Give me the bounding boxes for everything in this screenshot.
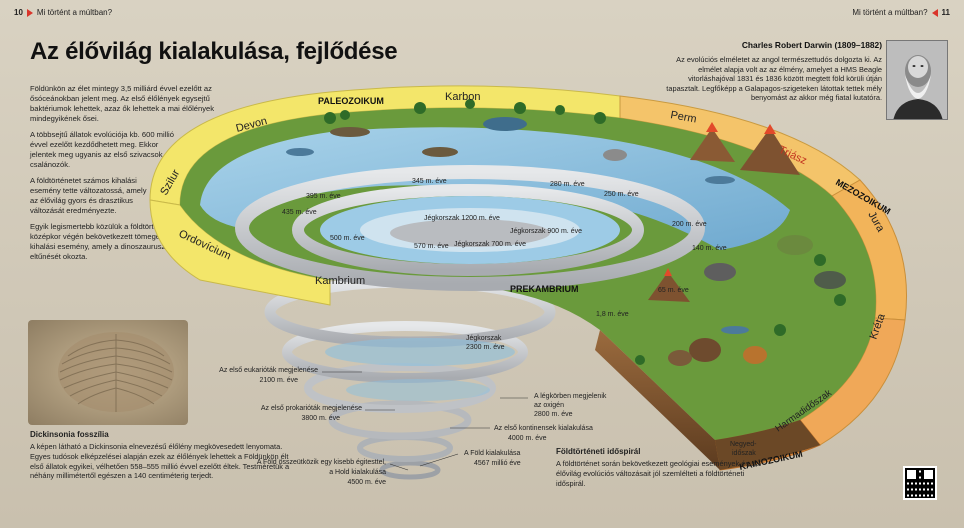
age-1-8: 1,8 m. éve	[596, 311, 629, 318]
header-left: 10 Mi történt a múltban?	[14, 8, 112, 17]
age-280: 280 m. éve	[550, 181, 585, 188]
spiral-text: A földtörténet során bekövetkezett geoló…	[556, 459, 759, 488]
event-continents-2: 4000 m. éve	[508, 435, 547, 442]
glaciation-900: Jégkorszak 900 m. éve	[510, 228, 582, 235]
event-earth-1: A Föld kialakulása	[464, 450, 521, 457]
event-moon-3: 4500 m. éve	[347, 479, 386, 486]
age-140: 140 m. éve	[692, 245, 727, 252]
header-right: Mi történt a múltban? 11	[852, 8, 950, 17]
page-number-right: 11	[941, 8, 950, 17]
spiral-caption: Földtörténeti időspirál A földtörténet s…	[556, 447, 766, 488]
period-perm: Perm	[669, 109, 697, 125]
qr-code[interactable]	[903, 466, 937, 500]
dickinsonia-fossil-image	[28, 320, 188, 425]
event-eukaryote-1: Az első eukarióták megjelenése	[219, 367, 318, 374]
darwin-heading: Charles Robert Darwin (1809–1882)	[741, 40, 882, 50]
inner-rings	[235, 165, 705, 291]
intro-text: Földünkön az élet mintegy 3,5 milliárd é…	[30, 84, 270, 268]
period-negyedidoszak-2: időszak	[732, 450, 756, 457]
portrait-illustration-icon	[887, 41, 947, 119]
event-prokaryote-1: Az első prokarióták megjelenése	[261, 405, 362, 412]
section-title-left: Mi történt a múltban?	[36, 8, 113, 17]
age-65: 65 m. éve	[658, 287, 689, 294]
event-oxygen-3: 2800 m. éve	[534, 411, 573, 418]
landscape-disc	[180, 99, 876, 470]
glaciation-labels: Jégkorszak 1200 m. éve Jégkorszak 900 m.…	[424, 215, 582, 351]
period-karbon: Karbon	[445, 91, 480, 103]
event-earth-2: 4567 millió éve	[474, 460, 521, 467]
page-title: Az élővilág kialakulása, fejlődése	[30, 38, 398, 65]
period-kambrium: Kambrium	[315, 275, 365, 287]
age-500: 500 m. éve	[330, 235, 365, 242]
qr-code-icon	[905, 468, 935, 498]
age-570: 570 m. éve	[414, 243, 449, 250]
age-345: 345 m. éve	[412, 178, 447, 185]
event-moon-2: a Hold kialakulása	[329, 469, 386, 476]
darwin-portrait	[886, 40, 948, 120]
event-labels: Az első eukarióták megjelenése 2100 m. é…	[219, 367, 607, 486]
intro-paragraph-2: A többsejtű állatok evolúciója kb. 600 m…	[30, 130, 174, 170]
page-number-left: 10	[14, 8, 23, 17]
glaciation-2300-1: Jégkorszak	[466, 335, 502, 342]
arrow-right-icon	[26, 8, 33, 17]
intro-paragraph-4: Egyik legismertebb közülük a földtörténe…	[30, 222, 174, 262]
darwin-text: Az evolúciós elméletet az angol természe…	[666, 54, 882, 103]
spiral-coils	[264, 276, 556, 480]
event-prokaryote-2: 3800 m. éve	[301, 415, 340, 422]
fossil-caption: Dickinsonia fosszília A képen látható a …	[30, 430, 300, 481]
era-precambrian: PREKAMBRIUM	[510, 284, 579, 294]
age-200: 200 m. éve	[672, 221, 707, 228]
spiral-heading: Földtörténeti időspirál	[556, 447, 641, 456]
event-eukaryote-2: 2100 m. éve	[259, 377, 298, 384]
fossil-text: A képen látható a Dickinsonia elnevezésű…	[30, 442, 290, 481]
arrow-left-icon	[931, 8, 938, 17]
section-title-right: Mi történt a múltban?	[852, 8, 928, 17]
event-continents-1: Az első kontinensek kialakulása	[494, 425, 593, 432]
event-oxygen-1: A légkörben megjelenik	[534, 393, 607, 400]
darwin-box: Charles Robert Darwin (1809–1882) Az evo…	[660, 40, 882, 103]
fossil-heading: Dickinsonia fosszília	[30, 430, 109, 439]
glaciation-1200: Jégkorszak 1200 m. éve	[424, 215, 500, 222]
glaciation-2300-2: 2300 m. éve	[466, 344, 505, 351]
age-435: 435 m. éve	[282, 209, 317, 216]
age-labels: 345 m. éve 395 m. éve 435 m. éve 500 m. …	[282, 178, 727, 318]
event-moon-1: A Föld összeütközik egy kisebb égitestte…	[257, 459, 386, 466]
event-oxygen-2: az oxigén	[534, 402, 564, 409]
intro-paragraph-1: Földünkön az élet mintegy 3,5 milliárd é…	[30, 84, 215, 124]
age-250: 250 m. éve	[604, 191, 639, 198]
period-negyedidoszak-1: Negyed-	[730, 441, 757, 448]
era-paleozoic: PALEOZOIKUM	[318, 96, 384, 106]
age-395: 395 m. éve	[306, 193, 341, 200]
fossil-icon	[58, 332, 174, 412]
intro-paragraph-3: A földtörténetet számos kihalási esemény…	[30, 176, 147, 216]
glaciation-700: Jégkorszak 700 m. éve	[454, 241, 526, 248]
